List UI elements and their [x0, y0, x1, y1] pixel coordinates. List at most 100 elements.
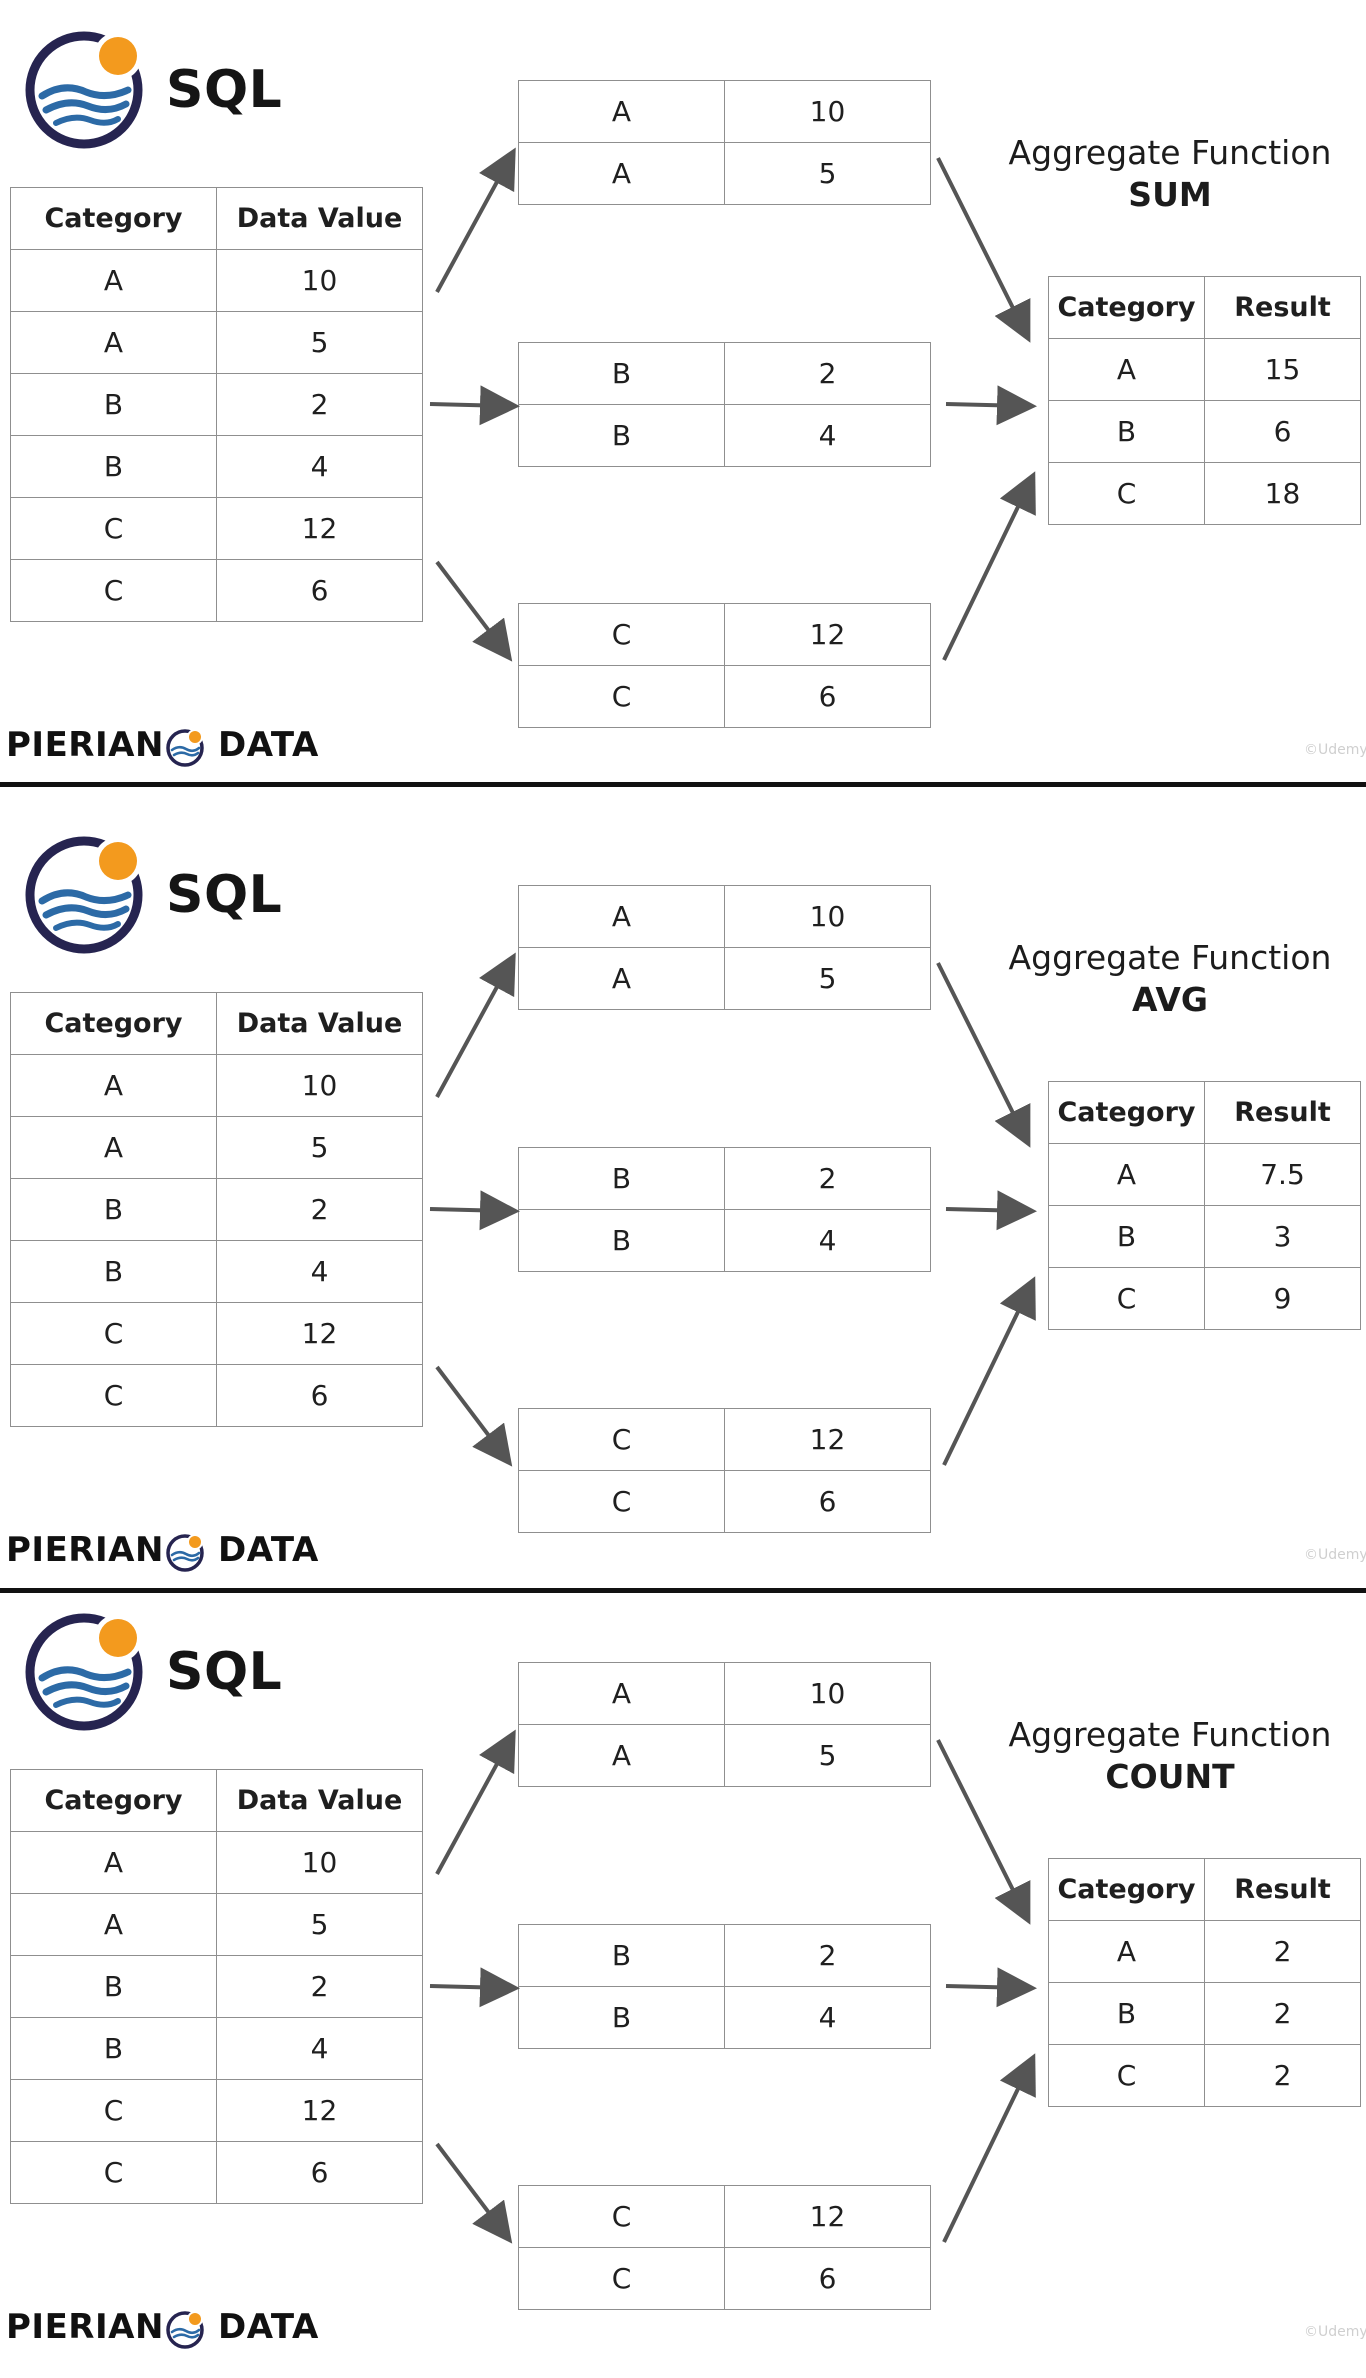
table-header-cell: Data Value [216, 992, 423, 1055]
table-cell: B [10, 2017, 217, 2080]
table-cell: A [10, 1893, 217, 1956]
brand-left-text: PIERIAN [6, 725, 164, 765]
table-cell: C [10, 559, 217, 622]
table-cell: B [10, 435, 217, 498]
table-cell: 2 [724, 1147, 931, 1210]
pierian-logo-icon [166, 2311, 204, 2349]
table-cell: 2 [216, 1178, 423, 1241]
table-cell: 12 [216, 1302, 423, 1365]
table-cell: 5 [724, 142, 931, 205]
table-header-cell: Result [1204, 1081, 1361, 1144]
table-cell: 5 [216, 311, 423, 374]
brand-left-text: PIERIAN [6, 1530, 164, 1570]
brand-right-text: DATA [218, 2307, 319, 2347]
pierian-data-brand: PIERIAN DATA [6, 2307, 336, 2353]
table-cell: 3 [1204, 1205, 1361, 1268]
table-cell: 2 [1204, 1982, 1361, 2045]
aggregate-function-label: Aggregate Function [1008, 133, 1332, 172]
table-header-cell: Result [1204, 276, 1361, 339]
pierian-logo-icon [166, 1534, 204, 1572]
table-header-cell: Category [1048, 1081, 1205, 1144]
table-cell: C [518, 1470, 725, 1533]
aggregate-function-name: SUM [1128, 175, 1212, 214]
table-cell: 10 [216, 1054, 423, 1117]
table-cell: 4 [724, 1986, 931, 2049]
aggregate-function-label: Aggregate Function [1008, 938, 1332, 977]
table-cell: B [1048, 1205, 1205, 1268]
table-header-cell: Category [1048, 1858, 1205, 1921]
table-cell: A [1048, 1143, 1205, 1206]
arrow-to-group-c [435, 560, 513, 662]
table-cell: 4 [724, 1209, 931, 1272]
table-cell: 10 [724, 80, 931, 143]
pierian-data-brand: PIERIAN DATA [6, 1530, 336, 1576]
table-cell: 5 [724, 1724, 931, 1787]
table-cell: 10 [724, 1662, 931, 1725]
aggregate-function-name: AVG [1132, 980, 1208, 1019]
table-cell: 10 [216, 249, 423, 312]
table-cell: B [10, 1240, 217, 1303]
table-cell: 10 [724, 885, 931, 948]
udemy-watermark: ©Udemy [1304, 2324, 1366, 2340]
table-cell: C [10, 2141, 217, 2204]
table-cell: B [10, 1178, 217, 1241]
table-cell: 4 [216, 1240, 423, 1303]
table-cell: C [1048, 1267, 1205, 1330]
arrow-group-a-to-result [936, 157, 1031, 343]
table-cell: 5 [216, 1893, 423, 1956]
table-cell: 6 [724, 665, 931, 728]
table-cell: A [1048, 1920, 1205, 1983]
udemy-watermark: ©Udemy [1304, 1547, 1366, 1563]
table-cell: 6 [724, 1470, 931, 1533]
arrow-group-b-to-result [945, 1967, 1037, 2008]
table-cell: 15 [1204, 338, 1361, 401]
flow-arrows [429, 952, 1037, 1467]
aggregate-function-label: Aggregate Function [1008, 1715, 1332, 1754]
brand-right-text: DATA [218, 1530, 319, 1570]
sql-title: SQL [166, 60, 283, 120]
arrow-to-group-a [435, 952, 516, 1098]
arrow-to-group-c [435, 2142, 513, 2244]
table-header-cell: Data Value [216, 1769, 423, 1832]
table-cell: B [518, 1209, 725, 1272]
table-cell: A [518, 1662, 725, 1725]
sql-logo-icon [25, 1613, 143, 1731]
arrow-to-group-a [435, 1729, 516, 1875]
arrow-to-group-b [429, 385, 520, 426]
table-cell: 2 [216, 373, 423, 436]
